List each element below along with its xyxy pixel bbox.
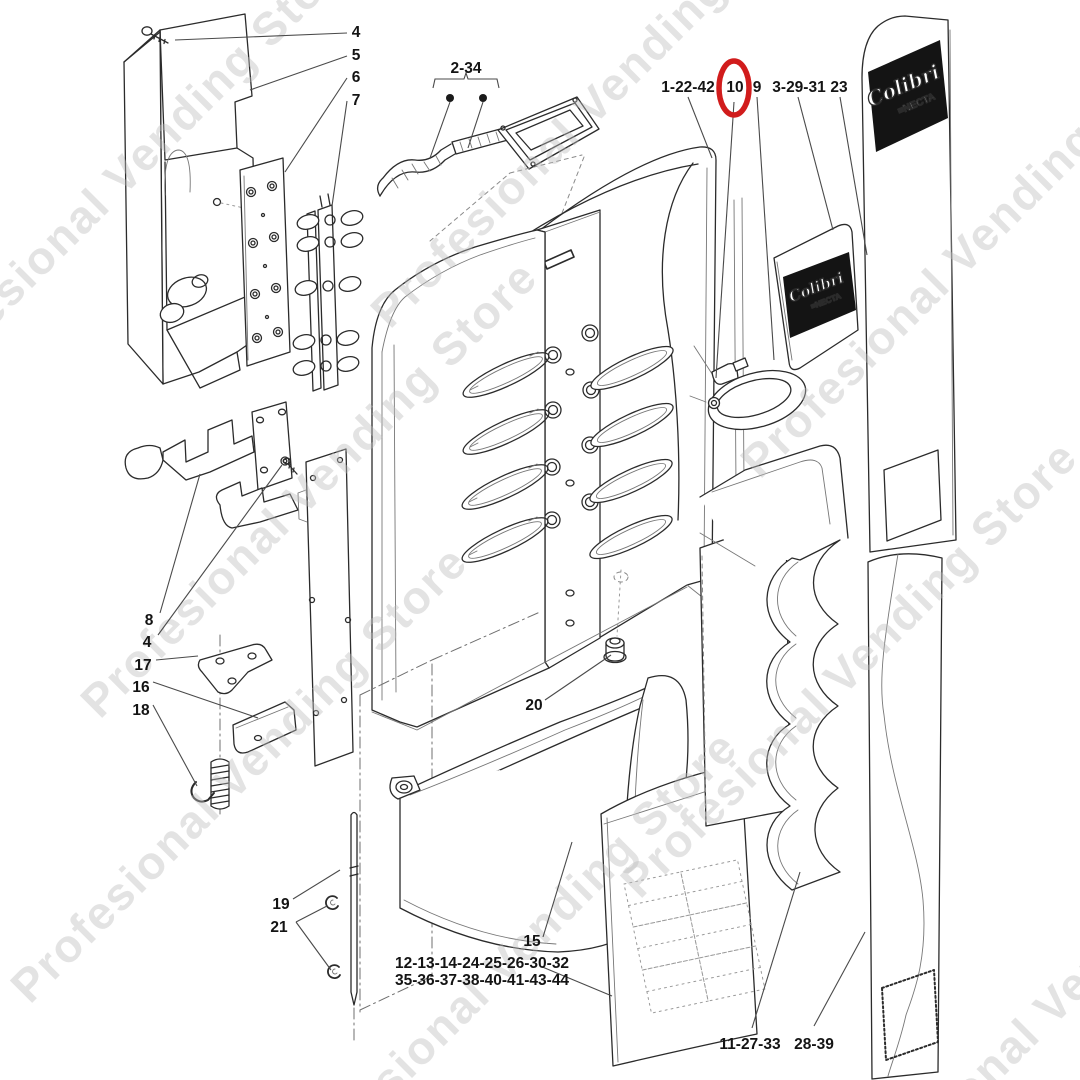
callout-16: 16 [132, 679, 150, 696]
watermark-text: Profesional Vending Store [820, 760, 1080, 1080]
callout-20: 20 [525, 697, 542, 714]
part-loop-rack [292, 193, 364, 392]
callout-19: 19 [272, 896, 290, 913]
hinge-pin [389, 775, 421, 800]
part-knob [603, 569, 629, 664]
callout-1-22-42: 1-22-42 [661, 79, 714, 96]
callout-6: 6 [352, 69, 361, 86]
part-side-sticker-bottom [867, 553, 943, 1080]
callout-4-top: 4 [352, 24, 361, 41]
callout-8: 8 [145, 612, 154, 629]
callout-17: 17 [134, 657, 151, 674]
callout-23: 23 [830, 79, 848, 96]
highlight-circle [716, 58, 752, 118]
callout-21: 21 [270, 919, 288, 936]
part-rod [349, 811, 359, 1043]
part-front-cover [371, 229, 688, 731]
callout-group-row2: 35-36-37-38-40-41-43-44 [395, 972, 569, 989]
part-corner-bracket [197, 643, 273, 695]
watermark-text: Profesional Vending Store [0, 535, 477, 1012]
callout-9: 9 [753, 79, 762, 96]
part-price-panel [600, 763, 766, 1067]
part-bolt-plate [239, 157, 291, 367]
part-display-module [429, 96, 600, 255]
part-side-panel [297, 448, 354, 767]
part-hook-bracket [124, 401, 299, 529]
callout-4-left: 4 [143, 634, 152, 651]
part-selection-column [503, 209, 601, 669]
callout-10-highlighted: 10 [726, 79, 743, 96]
part-lock-latch [689, 345, 739, 403]
part-scalloped-trim [699, 444, 849, 891]
part-retaining-clips [325, 895, 341, 979]
screw-icon [141, 26, 169, 45]
price-grid [623, 859, 766, 1014]
screw-icon [280, 456, 298, 475]
part-small-logo-panel: Colibri ≡NECTA [773, 223, 859, 371]
callout-18: 18 [132, 702, 150, 719]
callout-3-29-31: 3-29-31 [772, 79, 826, 96]
callout-2-34: 2-34 [450, 60, 481, 77]
leader-lines [152, 32, 868, 1029]
part-right-leaf-slots [589, 345, 674, 560]
callout-28-39: 28-39 [794, 1036, 834, 1053]
callout-15: 15 [523, 933, 541, 950]
part-door-handle [699, 357, 807, 567]
part-base-plate [232, 701, 297, 754]
callout-7: 7 [352, 92, 361, 109]
part-spring [190, 758, 230, 810]
callout-group-row1: 12-13-14-24-25-26-30-32 [395, 955, 569, 972]
callout-layer: 4 5 6 7 2-34 1-22-42 10 9 3-29-31 23 8 4… [132, 24, 868, 1053]
callout-11-27-33: 11-27-33 [719, 1036, 781, 1053]
part-side-sticker-top: Colibri ≡NECTA [861, 15, 957, 553]
callout-5: 5 [352, 47, 361, 64]
